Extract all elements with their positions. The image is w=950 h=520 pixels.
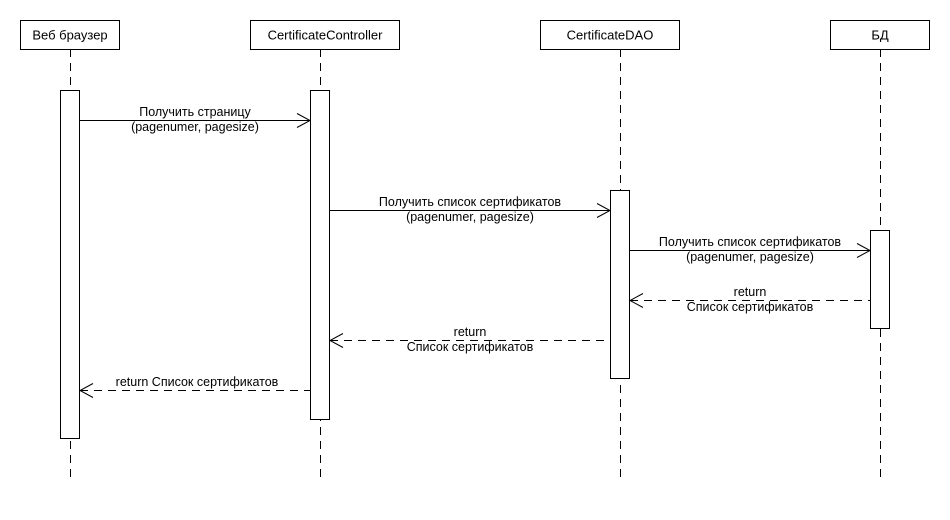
activation-controller[interactable] [310, 90, 330, 420]
message-label: (pagenumer, pagesize) [406, 210, 534, 224]
open-arrowhead-icon [628, 293, 644, 308]
participant-box [830, 20, 930, 50]
message-get-cert-list-db[interactable]: Получить список сертификатов (pagenumer,… [630, 235, 872, 264]
message-label: Список сертификатов [407, 340, 534, 354]
participant-box [540, 20, 680, 50]
message-label: Получить список сертификатов [659, 235, 842, 249]
message-label: Получить страницу [139, 105, 251, 119]
message-label: Список сертификатов [687, 300, 814, 314]
open-arrowhead-icon [328, 333, 344, 348]
activation-dao[interactable] [610, 190, 630, 379]
participant-db[interactable]: БД [830, 20, 930, 50]
participant-dao[interactable]: CertificateDAO [540, 20, 680, 50]
message-label: Получить список сертификатов [379, 195, 562, 209]
message-label: (pagenumer, pagesize) [131, 120, 259, 134]
participant-label: БД [871, 28, 889, 43]
message-return-dao-to-controller[interactable]: return Список сертификатов [328, 325, 610, 354]
message-label: return [734, 285, 767, 299]
message-label: (pagenumer, pagesize) [686, 250, 814, 264]
participant-controller[interactable]: CertificateController [250, 20, 400, 50]
participant-box [250, 20, 400, 50]
participant-label: CertificateController [268, 28, 384, 43]
message-get-page[interactable]: Получить страницу (pagenumer, pagesize) [80, 105, 312, 134]
activation-browser[interactable] [60, 90, 80, 439]
open-arrowhead-icon [296, 113, 312, 128]
activation-db[interactable] [870, 230, 890, 329]
message-return-db-to-dao[interactable]: return Список сертификатов [628, 285, 870, 314]
participant-label: CertificateDAO [567, 28, 654, 43]
activations [60, 90, 890, 439]
message-return-controller-to-browser[interactable]: return Список сертификатов [78, 375, 310, 398]
open-arrowhead-icon [78, 383, 94, 398]
participant-box [20, 20, 120, 50]
participant-browser[interactable]: Веб браузер [20, 20, 120, 50]
message-get-cert-list-dao[interactable]: Получить список сертификатов (pagenumer,… [330, 195, 612, 224]
message-label: return Список сертификатов [116, 375, 279, 389]
open-arrowhead-icon [856, 243, 872, 258]
participant-label: Веб браузер [32, 28, 107, 43]
message-label: return [454, 325, 487, 339]
open-arrowhead-icon [596, 203, 612, 218]
